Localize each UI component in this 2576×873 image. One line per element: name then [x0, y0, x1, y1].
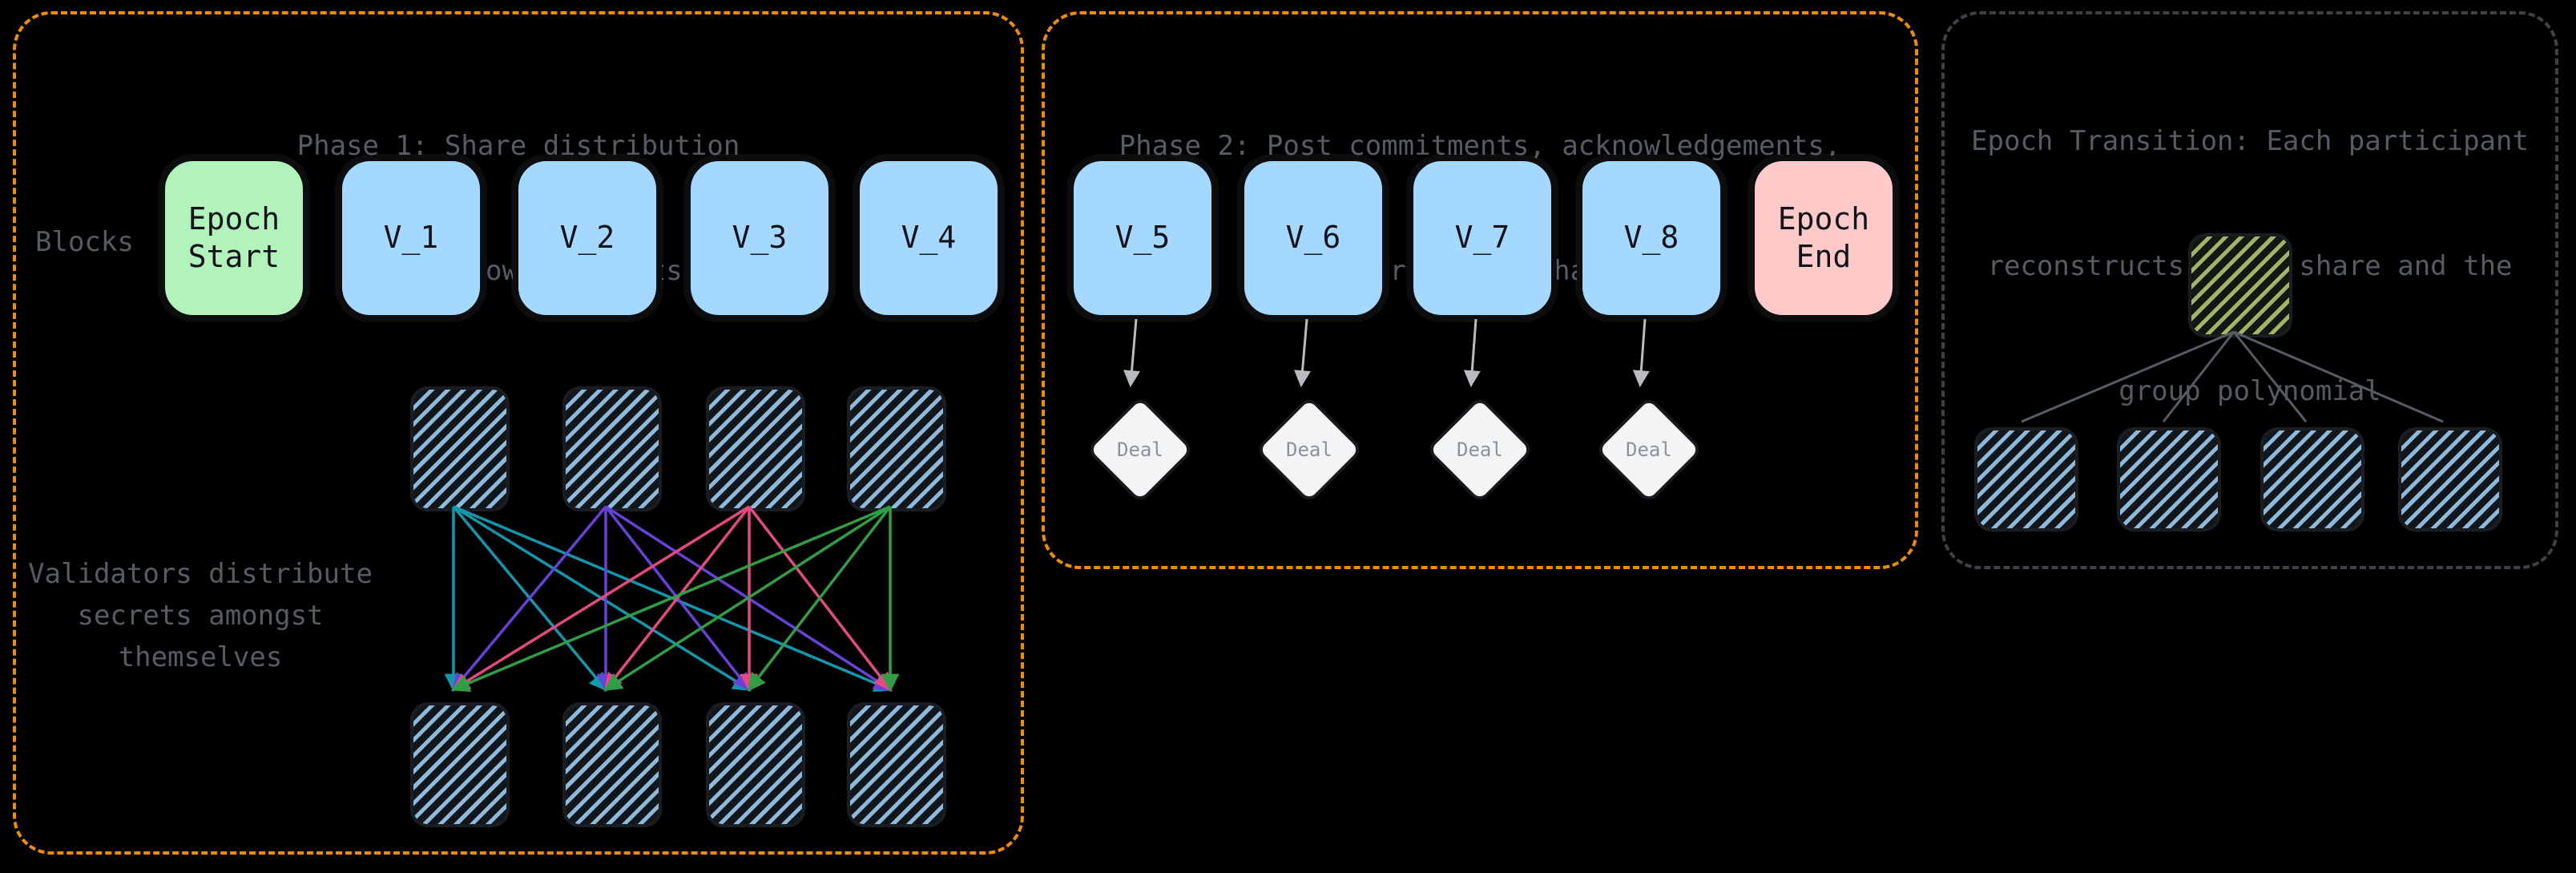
deal-label: Deal	[1626, 438, 1672, 461]
block-label: V_8	[1623, 220, 1679, 256]
block-v7: V_7	[1408, 156, 1557, 321]
deal-label: Deal	[1457, 438, 1503, 461]
validator-secret-box-top-4	[847, 386, 946, 511]
participant-share-box-4	[2398, 427, 2502, 531]
block-label: V_5	[1115, 220, 1171, 256]
participant-share-box-1	[1974, 427, 2078, 531]
phase1-panel: Phase 1: Share distribution and acknowle…	[13, 11, 1024, 855]
validator-secret-box-bottom-1	[410, 702, 510, 827]
phase2-panel: Phase 2: Post commitments, acknowledgeme…	[1042, 11, 1918, 569]
block-label: V_7	[1454, 220, 1510, 256]
validators-label-line3: themselves	[118, 641, 283, 673]
deal-diamond-2: Deal	[1255, 395, 1364, 504]
deal-label: Deal	[1117, 438, 1163, 461]
validator-secret-box-top-3	[706, 386, 805, 511]
block-v2: V_2	[513, 156, 662, 321]
participant-share-box-3	[2260, 427, 2364, 531]
validators-label: Validators distribute secrets amongst th…	[24, 553, 377, 678]
validators-label-line1: Validators distribute	[28, 558, 373, 590]
block-label: V_3	[732, 220, 788, 256]
block-v5: V_5	[1068, 156, 1217, 321]
deal-label: Deal	[1286, 438, 1332, 461]
block-epoch-end: Epoch End	[1749, 156, 1898, 321]
group-polynomial-box	[2188, 233, 2292, 337]
deal-diamond-4: Deal	[1594, 395, 1703, 504]
block-label: V_6	[1285, 220, 1341, 256]
block-v4: V_4	[854, 156, 1003, 321]
validators-label-line2: secrets amongst	[77, 600, 324, 632]
transition-title-line1: Epoch Transition: Each participant	[1971, 125, 2529, 157]
deal-diamond-3: Deal	[1425, 395, 1534, 504]
block-epoch-start: Epoch Start	[159, 156, 308, 321]
block-v8: V_8	[1577, 156, 1726, 321]
validator-secret-box-bottom-2	[562, 702, 662, 827]
participant-share-box-2	[2117, 427, 2221, 531]
block-label: Epoch Start	[187, 200, 280, 275]
block-label: Epoch End	[1777, 200, 1870, 275]
block-v1: V_1	[337, 156, 486, 321]
transition-title-line3: group polynomial	[2118, 375, 2381, 407]
phase1-title-line1: Phase 1: Share distribution	[296, 130, 740, 162]
validator-secret-box-top-2	[562, 386, 662, 511]
block-label: V_4	[901, 220, 957, 256]
block-label: V_1	[383, 220, 439, 256]
block-v3: V_3	[685, 156, 834, 321]
validator-secret-box-bottom-4	[847, 702, 946, 827]
block-v6: V_6	[1239, 156, 1388, 321]
epoch-transition-panel: Epoch Transition: Each participant recon…	[1941, 11, 2558, 569]
blocks-label: Blocks	[35, 226, 134, 258]
block-label: V_2	[559, 220, 615, 256]
validator-secret-box-top-1	[410, 386, 510, 511]
deal-diamond-1: Deal	[1086, 395, 1195, 504]
validator-secret-box-bottom-3	[706, 702, 805, 827]
